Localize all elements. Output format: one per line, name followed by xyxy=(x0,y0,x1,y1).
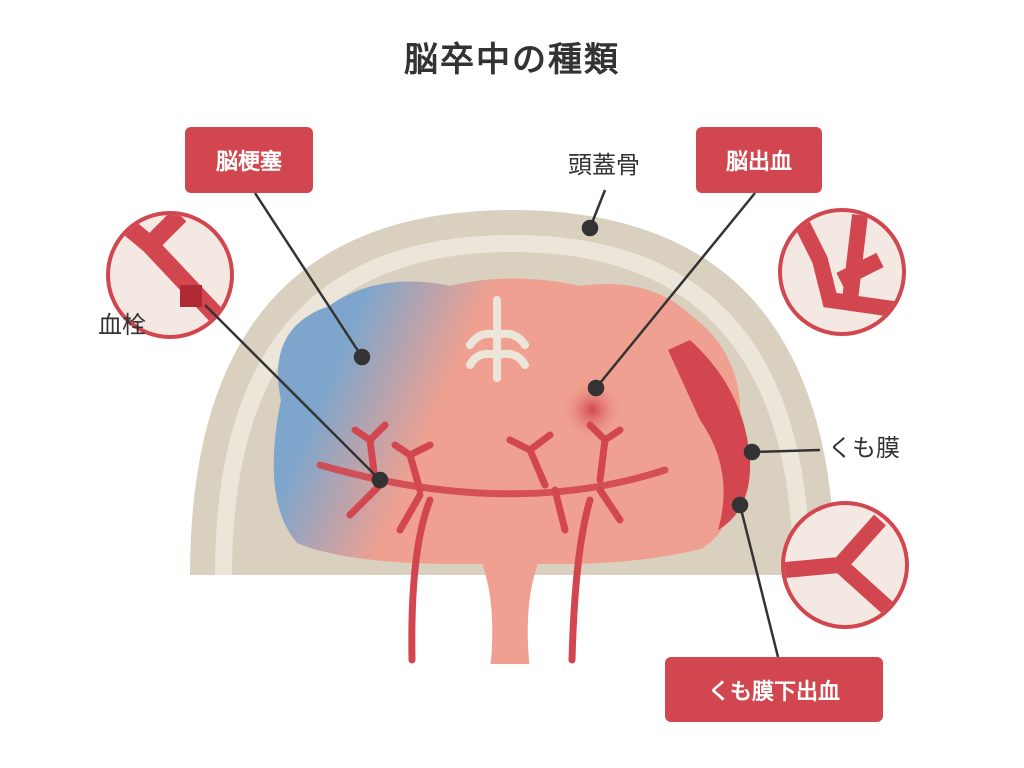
diagram-title: 脳卒中の種類 xyxy=(404,40,620,80)
subarachnoid-bleed xyxy=(668,340,751,530)
label-cerebral-infarction: 脳梗塞 xyxy=(185,127,313,193)
hemorrhage-spot xyxy=(560,378,624,442)
label-cerebral-hemorrhage: 脳出血 xyxy=(696,127,822,193)
label-thrombus: 血栓 xyxy=(98,311,146,339)
brain xyxy=(273,278,751,664)
leader-lines xyxy=(204,189,821,658)
label-subarachnoid-hemorrhage: くも膜下出血 xyxy=(665,657,883,722)
hemorrhage-inset xyxy=(778,208,906,336)
label-skull: 頭蓋骨 xyxy=(568,151,640,179)
arteries xyxy=(316,421,669,664)
label-arachnoid: くも膜 xyxy=(828,434,900,462)
subarachnoid-inset xyxy=(781,501,909,629)
thrombus-inset xyxy=(106,211,234,339)
